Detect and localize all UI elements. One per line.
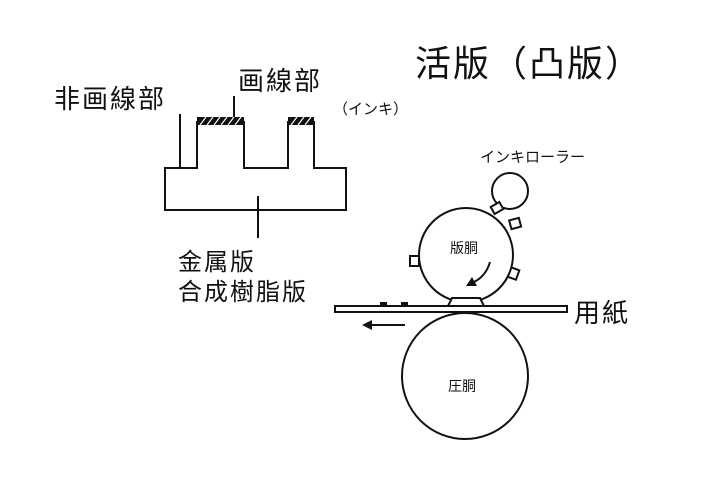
label-impression-cylinder: 圧胴 — [448, 379, 476, 395]
plate-cross-section — [164, 121, 347, 211]
label-metal-plate: 金属版 — [178, 248, 256, 276]
printed-mark-2 — [401, 302, 408, 306]
ink-hatching — [199, 116, 312, 126]
label-paper: 用紙 — [574, 299, 630, 329]
label-ink-roller: インキローラー — [480, 148, 585, 166]
ink-roller — [491, 172, 529, 210]
ink-layer-left — [197, 117, 244, 125]
rotation-arrow — [473, 261, 491, 283]
plate-contact-block — [446, 297, 486, 307]
rotation-arrow-head — [466, 277, 477, 286]
paper-sheet — [334, 305, 568, 313]
label-resin-plate: 合成樹脂版 — [178, 278, 308, 306]
diagram-title: 活版（凸版） — [415, 44, 643, 85]
printed-mark-1 — [380, 302, 387, 306]
label-ink-note: （インキ） — [333, 100, 408, 118]
label-image-area: 画線部 — [238, 67, 322, 97]
impression-cylinder — [401, 312, 529, 440]
paper-direction-arrow-head — [362, 320, 372, 330]
label-non-image-area: 非画線部 — [54, 85, 166, 115]
label-plate-cylinder: 版胴 — [450, 241, 478, 257]
